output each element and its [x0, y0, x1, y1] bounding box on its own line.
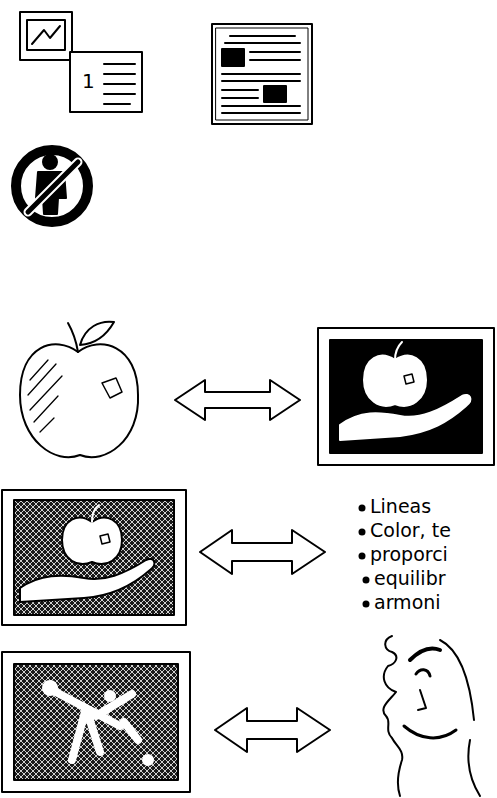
bullet-dot	[359, 505, 370, 608]
face-profile	[383, 636, 480, 796]
framed-picture	[318, 328, 494, 465]
double-arrow	[175, 380, 330, 752]
prohibition-sign	[16, 150, 88, 222]
framed-picture	[2, 652, 190, 792]
list-item: equilibr	[374, 568, 446, 589]
list-item: Lineas	[370, 496, 431, 517]
document-icon	[20, 12, 142, 112]
apple-drawing	[20, 322, 138, 458]
callout-number: 1	[82, 70, 95, 92]
list-item: armoni	[374, 592, 441, 613]
newspaper-icon	[212, 24, 312, 124]
list-item: Color, te	[370, 520, 451, 541]
framed-picture	[2, 490, 186, 625]
list-item: proporci	[370, 544, 448, 565]
